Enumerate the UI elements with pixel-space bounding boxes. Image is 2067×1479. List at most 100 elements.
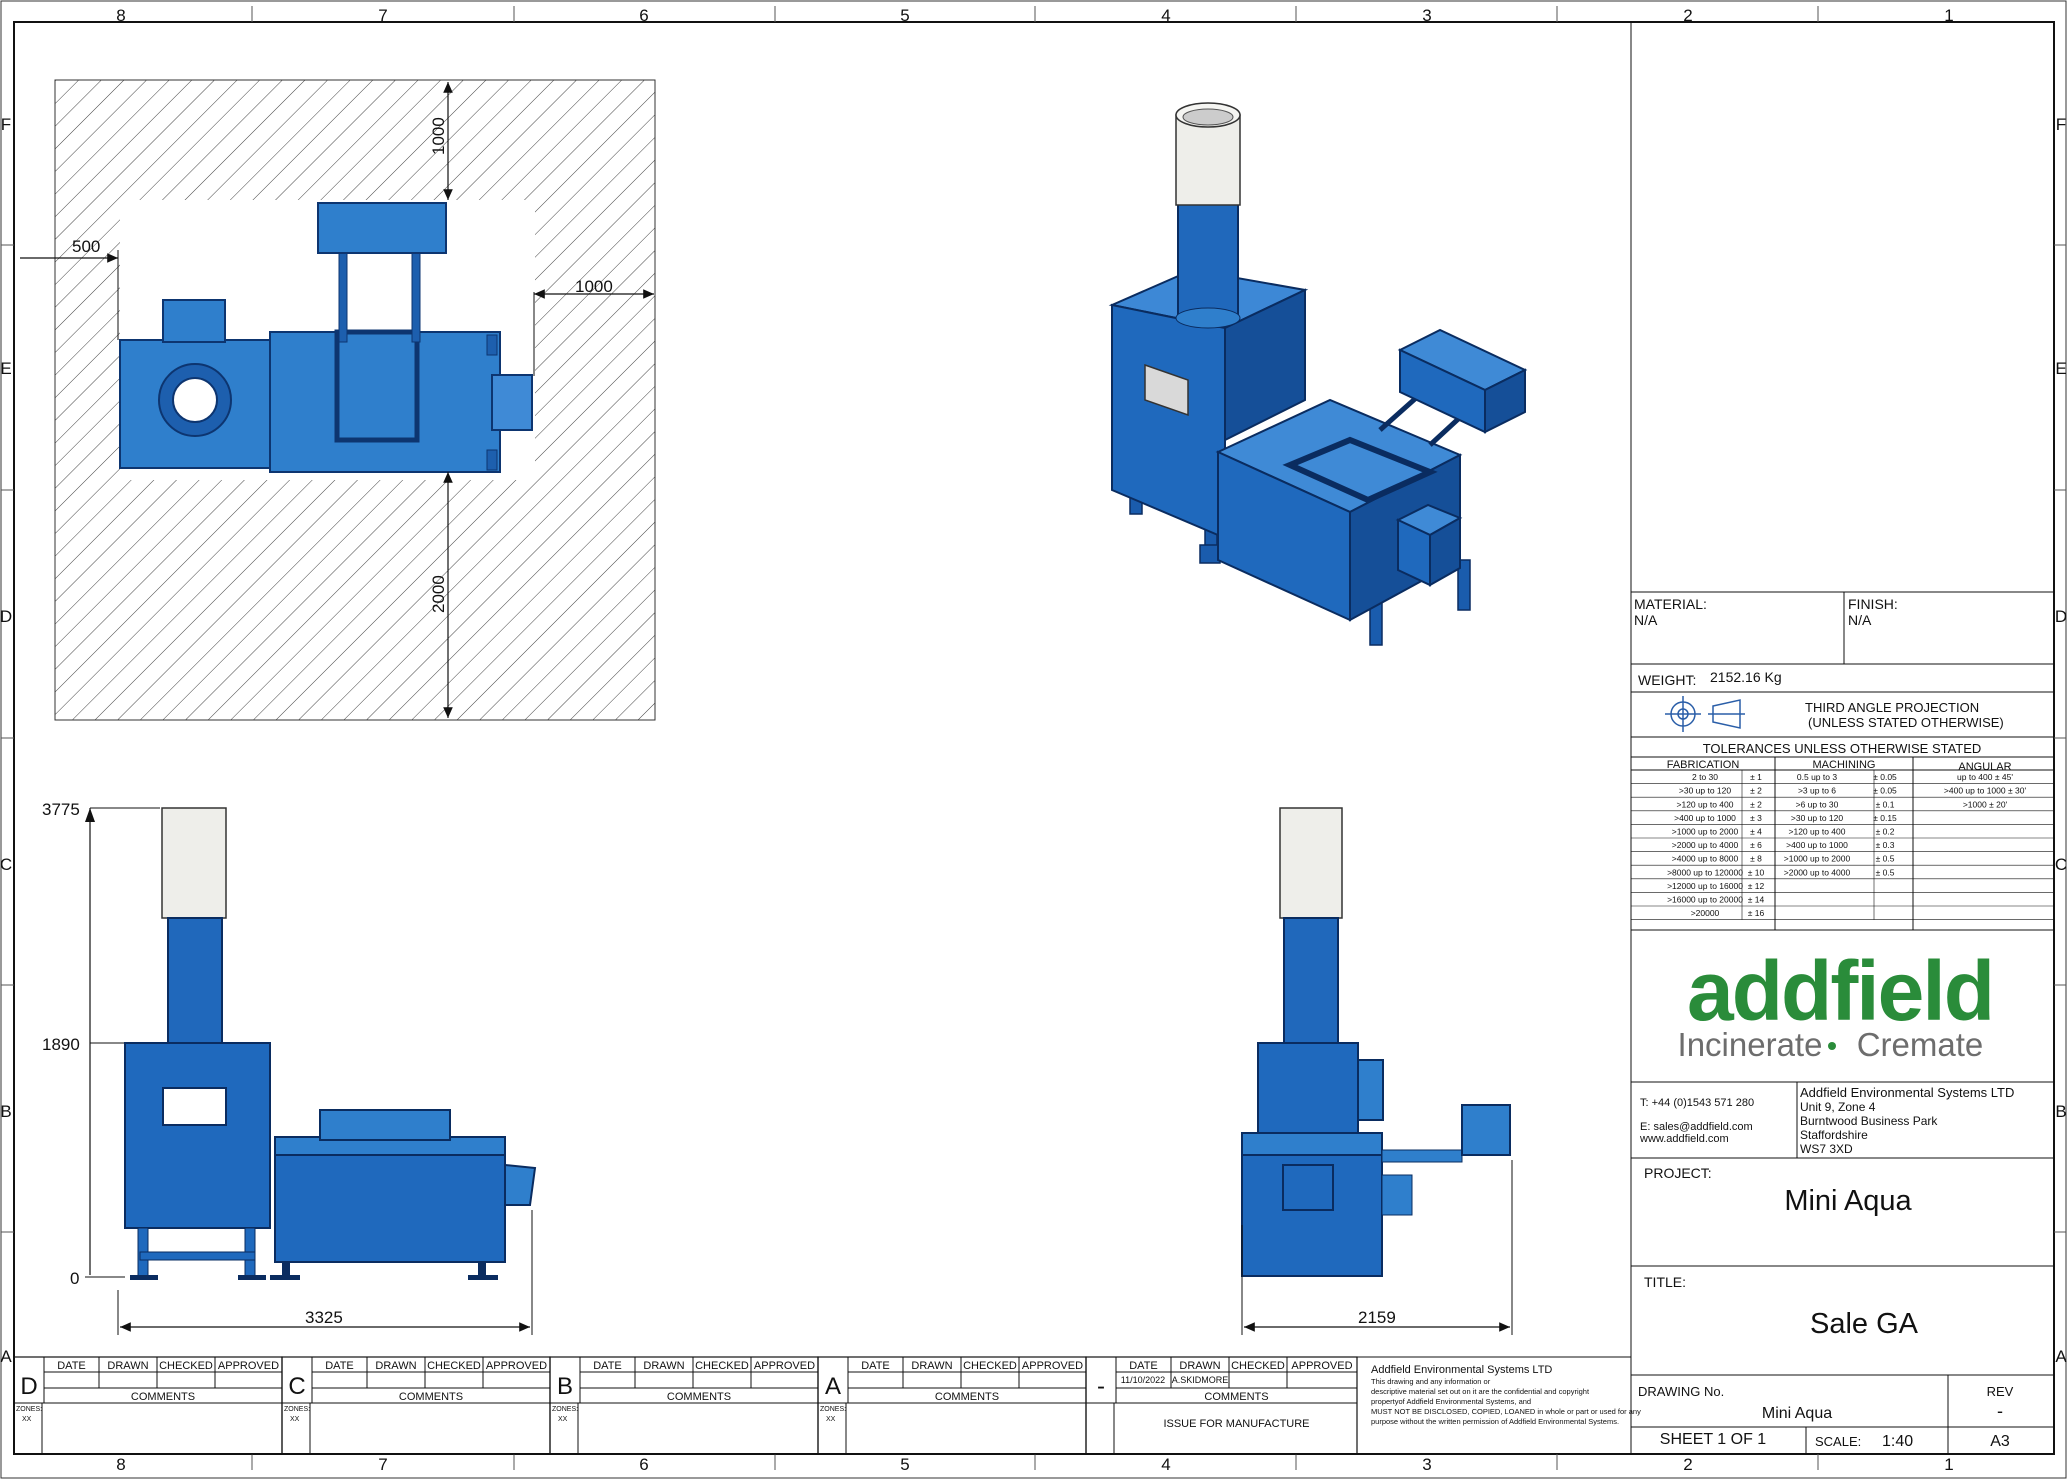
revision-header: CHECKED [1231, 1360, 1285, 1372]
rev-value: - [1997, 1401, 2003, 1421]
row-label-right: A [2055, 1347, 2067, 1366]
tol-cell: ± 0.15 [1873, 813, 1897, 823]
revision-letter: C [288, 1373, 305, 1400]
revision-header: DRAWN [1179, 1360, 1220, 1372]
iso-stack-box-right [1224, 288, 1306, 442]
tol-cell: >120 up to 400 [1789, 827, 1846, 837]
sheet-size: A3 [1990, 1433, 2010, 1450]
row-label-left: C [0, 855, 12, 874]
contact-phone: T: +44 (0)1543 571 280 [1640, 1097, 1754, 1109]
revision-zones-value: XX [558, 1416, 568, 1423]
col-label-bottom: 1 [1944, 1455, 1953, 1474]
tol-cell: >2000 up to 4000 [1672, 840, 1739, 850]
revision-header: CHECKED [963, 1360, 1017, 1372]
control-panel-plan [317, 202, 447, 254]
col-label-top: 3 [1422, 6, 1431, 25]
tol-cell: >4000 up to 8000 [1672, 854, 1739, 864]
company-line: Staffordshire [1800, 1128, 1868, 1142]
level-mid: 1890 [42, 1035, 80, 1054]
title-block [1630, 22, 2054, 1454]
notice-title: Addfield Environmental Systems LTD [1371, 1364, 1552, 1376]
tol-cell: >30 up to 120 [1791, 813, 1844, 823]
side-view: 2159 [1241, 807, 1513, 1335]
row-label-left: A [0, 1347, 12, 1366]
col-label-top: 5 [900, 6, 909, 25]
company-line: WS7 3XD [1800, 1142, 1853, 1156]
revision-header: DATE [593, 1360, 622, 1372]
row-label-left: E [0, 359, 11, 378]
revision-zones-value: XX [22, 1416, 32, 1423]
dim-top-clearance: 1000 [429, 117, 448, 155]
tol-cell: >3 up to 6 [1798, 786, 1836, 796]
row-label-left: B [0, 1102, 11, 1121]
col-label-top: 4 [1161, 6, 1170, 25]
iso-view [1108, 102, 1528, 646]
tank-lid-frame [334, 329, 420, 443]
revision-comments-label: COMMENTS [1204, 1391, 1268, 1403]
side-chimney-blue [1283, 917, 1339, 1045]
revision-zones-label: ZONES: [820, 1406, 846, 1413]
company-line: Unit 9, Zone 4 [1800, 1100, 1876, 1114]
lid-arm [411, 251, 421, 343]
tol-cell: >2000 up to 4000 [1784, 867, 1851, 877]
revision-header: APPROVED [1291, 1360, 1352, 1372]
col-label-bottom: 4 [1161, 1455, 1170, 1474]
col-label-top: 8 [116, 6, 125, 25]
col-label-bottom: 2 [1683, 1455, 1692, 1474]
iso-stack-box-left [1111, 303, 1226, 540]
revision-zones-value: XX [826, 1416, 836, 1423]
revision-comments-label: COMMENTS [935, 1391, 999, 1403]
company-line: Addfield Environmental Systems LTD [1800, 1085, 2014, 1100]
col-label-top: 7 [378, 6, 387, 25]
tol-cell: ± 2 [1750, 799, 1762, 809]
tol-cell: >120 up to 400 [1677, 799, 1734, 809]
row-label-right: D [2055, 607, 2067, 626]
revision-letter: B [557, 1373, 573, 1400]
tol-cell: >20000 [1691, 908, 1720, 918]
tank-body [274, 1136, 506, 1263]
plan-view: 1000 500 1000 2000 [20, 79, 656, 721]
level-top: 3775 [42, 800, 80, 819]
material-value: N/A [1634, 612, 1658, 628]
tolerance-title: TOLERANCES UNLESS OTHERWISE STATED [1703, 741, 1982, 756]
row-label-right: C [2055, 855, 2067, 874]
drawing-no-value: Mini Aqua [1762, 1405, 1832, 1422]
col-label-bottom: 5 [900, 1455, 909, 1474]
tol-head-fab: FABRICATION [1667, 759, 1740, 771]
weight-value: 2152.16 Kg [1710, 669, 1782, 685]
tol-cell: >1000 up to 2000 [1672, 827, 1739, 837]
row-label-right: F [2056, 115, 2066, 134]
front-view: 3775 1890 0 3325 [42, 800, 537, 1335]
weight-label: WEIGHT: [1638, 672, 1696, 688]
chimney-white [161, 807, 227, 919]
notice-line: purpose without the written permission o… [1371, 1417, 1619, 1426]
dim-side-width: 2159 [1358, 1308, 1396, 1327]
revision-header: APPROVED [486, 1360, 547, 1372]
revision-zones-value: XX [290, 1416, 300, 1423]
lid-arm [338, 251, 348, 343]
sheet-number: SHEET 1 OF 1 [1660, 1431, 1767, 1448]
iso-lid-frame [1282, 436, 1438, 504]
title-label: TITLE: [1644, 1274, 1686, 1290]
tol-head-ang: ANGULAR [1958, 761, 2011, 773]
burner-box-plan [162, 299, 226, 343]
tol-cell: >30 up to 120 [1679, 786, 1732, 796]
tol-cell: ± 3 [1750, 813, 1762, 823]
tol-cell: >400 up to 1000 ± 30' [1944, 786, 2027, 796]
material-label: MATERIAL: [1634, 596, 1707, 612]
notice-line: MUST NOT BE DISCLOSED, COPIED, LOANED in… [1371, 1407, 1641, 1416]
tank-lug [486, 334, 498, 356]
tol-cell: ± 0.5 [1876, 854, 1895, 864]
chimney-blue [167, 917, 223, 1045]
col-label-bottom: 7 [378, 1455, 387, 1474]
tol-cell: 2 to 30 [1692, 772, 1718, 782]
col-label-bottom: 6 [639, 1455, 648, 1474]
logo-tagline-incinerate: Incinerate [1678, 1026, 1823, 1063]
contact-email: E: sales@addfield.com [1640, 1121, 1753, 1133]
tol-cell: >16000 up to 20000 [1667, 895, 1743, 905]
border-ticks [1, 6, 2066, 1470]
outlet-plan [491, 374, 533, 431]
revision-header: DATE [1129, 1360, 1158, 1372]
revision-header: DATE [57, 1360, 86, 1372]
